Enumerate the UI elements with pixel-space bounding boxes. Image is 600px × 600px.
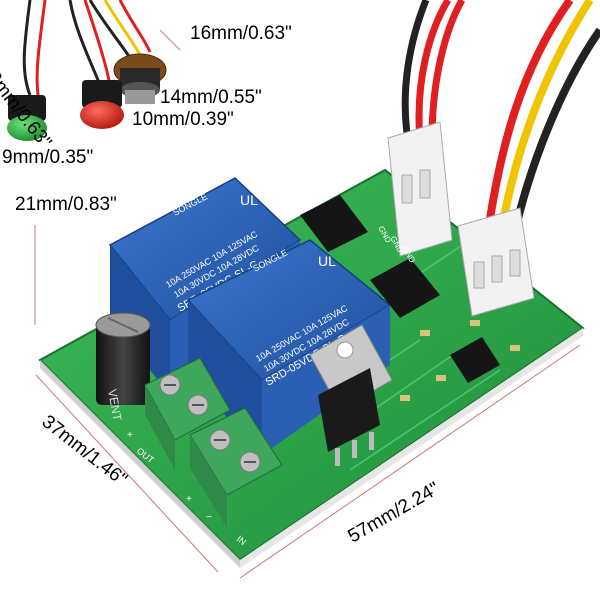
dimension-green-button: 9mm/0.35": [2, 147, 94, 168]
dimension-wire-length: 16mm/0.63": [190, 23, 292, 44]
connector-4pin: [457, 207, 535, 317]
dimension-red-button: 10mm/0.39": [132, 109, 234, 130]
smd-components: [400, 320, 520, 401]
pcb-label-plus: +: [127, 430, 133, 441]
red-wire: [428, 0, 466, 141]
ic-chip: [300, 195, 368, 252]
green-push-button: [7, 95, 47, 141]
red-push-button: [80, 80, 124, 129]
button-wires: [22, 0, 152, 96]
dimension-lines: [34, 29, 581, 579]
black-wire: [401, 0, 430, 141]
ic-chip: [370, 258, 440, 318]
red-wire: [415, 0, 452, 141]
pcb-label-minus: −: [206, 512, 212, 523]
capacitor-brand: VENT: [105, 388, 124, 423]
electrolytic-capacitor: VENT: [95, 312, 151, 423]
dimension-board-height: 21mm/0.83": [15, 194, 117, 215]
ul-logo: UL: [318, 253, 336, 269]
ul-logo: UL: [240, 192, 258, 208]
potentiometer: [113, 53, 167, 104]
dimension-knob-shaft: 14mm/0.55": [160, 87, 262, 108]
red-wire: [484, 0, 574, 233]
yellow-wire: [496, 0, 594, 239]
connector-3pin: [387, 121, 453, 257]
screw-terminal-in: [189, 407, 283, 528]
ic-chip: [450, 337, 500, 383]
pcb-label-plus: +: [186, 494, 192, 505]
voltage-regulator: [309, 324, 393, 466]
screw-terminal-out: [144, 357, 231, 470]
